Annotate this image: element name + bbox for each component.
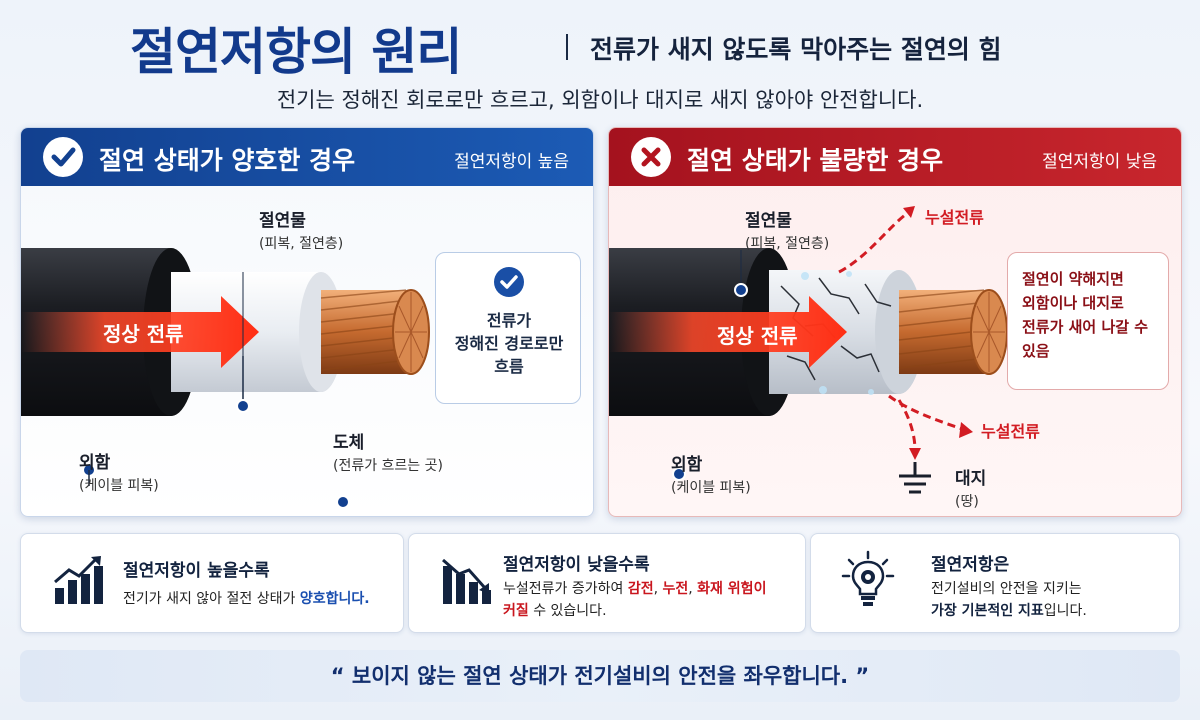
good-insulation-marker — [236, 399, 250, 413]
good-panel-status: 절연저항이 높음 — [454, 152, 569, 172]
desc-segment: 누전 — [662, 581, 689, 597]
good-conductor-marker — [336, 495, 350, 509]
leak-path-up — [838, 210, 910, 274]
good-flow-arrow — [21, 296, 259, 368]
leak-current-label-bottom: 누설전류 — [981, 422, 1040, 441]
good-cable-illustration — [21, 248, 430, 509]
good-panel-title: 절연 상태가 양호한 경우 — [99, 146, 356, 175]
x-circle-icon — [631, 137, 671, 177]
bottom-quote: “ 보이지 않는 절연 상태가 전기설비의 안전을 좌우합니다. ” — [20, 650, 1180, 702]
bad-flow-label: 정상 전류 — [717, 324, 798, 348]
bad-callout: 절연이 약해지면 외함이나 대지로 전류가 새어 나갈 수 있음 — [1007, 252, 1169, 390]
bad-panel-status: 절연저항이 낮음 — [1042, 152, 1157, 172]
desc-segment: 입니다. — [1043, 603, 1087, 619]
chart-up-icon — [54, 556, 103, 604]
info-card-title: 절연저항은 — [931, 555, 1010, 575]
bad-flow-arrow — [609, 296, 847, 368]
page-title: 절연저항의 원리 — [130, 23, 462, 81]
info-card-title: 절연저항이 높을수록 — [123, 561, 270, 581]
bad-insulation-label: 절연물 (피복, 절연층) — [745, 211, 830, 252]
bad-insulation-marker — [734, 283, 748, 297]
desc-segment: 수 있습니다. — [528, 603, 607, 619]
good-flow-label: 정상 전류 — [103, 322, 184, 346]
desc-segment: 누설전류가 증가하여 — [503, 581, 628, 597]
insulation-cracks — [780, 277, 892, 381]
desc-segment: 커질 — [503, 603, 529, 619]
bad-cable-illustration — [609, 206, 1008, 494]
desc-segment: 전기가 새지 않아 절전 상태가 — [123, 591, 300, 607]
leak-path-down — [897, 399, 917, 451]
info-card-desc: 전기가 새지 않아 절전 상태가 양호합니다. — [123, 588, 393, 610]
desc-segment: 감전 — [627, 581, 654, 597]
ground-icon — [899, 462, 931, 494]
header: 절연저항의 원리 전류가 새지 않도록 막아주는 절연의 힘 전기는 정해진 회… — [0, 0, 1200, 118]
leak-current-label-top: 누설전류 — [925, 208, 984, 227]
page-tagline: 전기는 정해진 회로로만 흐르고, 외함이나 대지로 새지 않아야 안전합니다. — [276, 88, 924, 112]
desc-segment: 양호합니다. — [299, 591, 370, 607]
good-callout: 전류가 정해진 경로로만 흐름 — [435, 252, 581, 404]
good-insulation-label: 절연물 (피복, 절연층) — [259, 211, 344, 252]
desc-segment: , — [653, 581, 663, 597]
bad-sheath-label: 외함 (케이블 피복) — [671, 455, 751, 496]
lightbulb-gear-icon — [841, 550, 895, 606]
bad-panel-title: 절연 상태가 불량한 경우 — [687, 146, 944, 175]
info-card-high-resistance: 절연저항이 높을수록 전기가 새지 않아 절전 상태가 양호합니다. — [20, 533, 404, 633]
desc-segment: 화재 위험이 — [697, 581, 767, 597]
good-callout-text: 전류가 정해진 경로로만 흐름 — [454, 311, 564, 376]
desc-segment: 전기설비의 안전을 지키는 — [931, 581, 1082, 597]
leak-path-right — [888, 394, 966, 432]
bad-panel-header: 절연 상태가 불량한 경우 절연저항이 낮음 — [609, 128, 1181, 186]
good-sheath-label: 외함 (케이블 피복) — [79, 453, 159, 494]
earth-label: 대지 (땅) — [955, 469, 987, 510]
bad-insulation-panel: 절연 상태가 불량한 경우 절연저항이 낮음 — [608, 127, 1182, 517]
desc-segment: , — [688, 581, 698, 597]
desc-segment: 가장 기본적인 지표 — [931, 603, 1044, 619]
bad-callout-text: 절연이 약해지면 외함이나 대지로 전류가 새어 나갈 수 있음 — [1022, 270, 1149, 360]
good-insulation-panel: 절연 상태가 양호한 경우 절연저항이 높음 — [20, 127, 594, 517]
check-circle-icon — [43, 137, 83, 177]
page-subtitle: 전류가 새지 않도록 막아주는 절연의 힘 — [590, 35, 1002, 64]
title-divider — [566, 34, 568, 60]
bad-sheath-marker — [672, 467, 686, 481]
info-card-title: 절연저항이 낮을수록 — [503, 555, 650, 575]
good-conductor-label: 도체 (전류가 흐르는 곳) — [333, 433, 443, 474]
check-badge-icon — [494, 267, 524, 297]
good-panel-header: 절연 상태가 양호한 경우 절연저항이 높음 — [21, 128, 593, 186]
chart-down-icon — [442, 558, 491, 604]
